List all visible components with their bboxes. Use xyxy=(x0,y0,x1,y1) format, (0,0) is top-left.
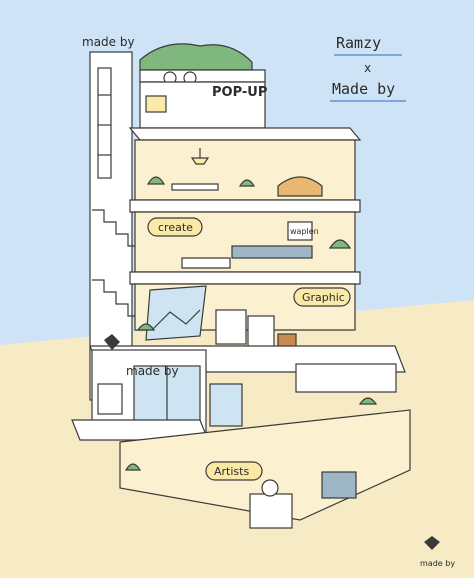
shop-tag: waplen xyxy=(290,227,319,236)
artist-desk xyxy=(249,493,293,529)
art-frame xyxy=(247,315,275,351)
display-shelf xyxy=(295,363,397,393)
artists-floor xyxy=(119,409,411,529)
shelf xyxy=(231,245,313,259)
bread-mascot-icon xyxy=(277,176,323,197)
table xyxy=(181,257,231,269)
picture-frame-icon xyxy=(145,95,167,113)
shop-window xyxy=(209,383,243,427)
roof-sign: made by xyxy=(82,35,135,49)
desk xyxy=(171,183,219,191)
clover-logo-icon xyxy=(424,536,440,550)
create-floor xyxy=(129,139,361,213)
footer-brand: made by xyxy=(420,559,455,568)
graphic-label: Graphic xyxy=(293,287,351,307)
brand-made-by: Made by xyxy=(332,80,395,98)
create-label: create xyxy=(147,217,203,237)
landscape-poster xyxy=(145,285,207,341)
brand-cross: x xyxy=(364,61,371,75)
plant-icon xyxy=(238,179,256,187)
door-sign: made by xyxy=(126,364,179,378)
clover-logo-icon xyxy=(104,334,120,350)
ceiling-lamp-icon xyxy=(190,157,210,165)
plant-icon xyxy=(358,397,378,405)
artist-avatar xyxy=(261,479,279,497)
plant-icon xyxy=(136,323,156,331)
rooftop-plants xyxy=(139,43,253,71)
shop-tag-box xyxy=(287,221,313,241)
plant-icon xyxy=(146,176,166,185)
footer-logo: made by xyxy=(420,536,455,568)
brand-ramzy: Ramzy xyxy=(336,34,381,52)
plant-icon xyxy=(328,239,352,249)
create-label-text: create xyxy=(158,221,193,234)
popup-sign: POP-UP xyxy=(212,85,267,100)
art-frame xyxy=(215,309,247,345)
popup-floor xyxy=(128,81,362,141)
sandwich-board xyxy=(97,383,123,415)
graphic-label-text: Graphic xyxy=(302,291,345,304)
storage-box xyxy=(321,471,357,499)
artists-label: Artists xyxy=(205,461,263,481)
artists-label-text: Artists xyxy=(214,465,249,478)
plant-icon xyxy=(124,463,142,471)
